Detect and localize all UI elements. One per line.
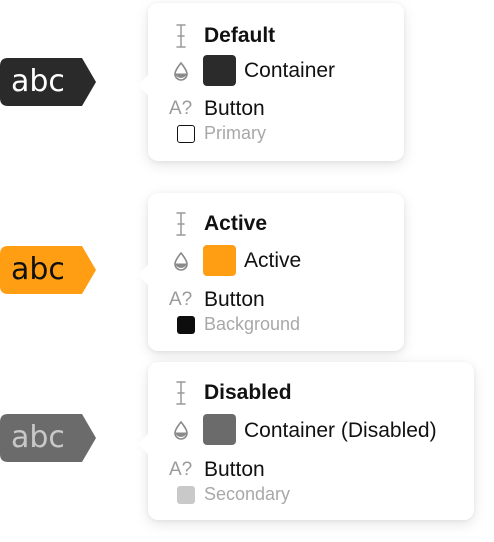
preview-tag[interactable]: abc xyxy=(0,246,96,294)
fill-drop-icon xyxy=(174,251,188,271)
card-pointer xyxy=(138,75,148,95)
text-token-label: Primary xyxy=(204,122,266,143)
tag-text: abc xyxy=(11,64,65,99)
fill-drop-icon xyxy=(174,420,188,440)
tag-shape xyxy=(0,58,96,106)
fill-drop-icon xyxy=(174,61,188,81)
fill-color-swatch[interactable] xyxy=(203,414,236,445)
fill-token-label: Container (Disabled) xyxy=(244,419,437,442)
fill-color-swatch[interactable] xyxy=(203,55,236,86)
text-role-label: Button xyxy=(204,458,265,481)
text-style-icon: A? xyxy=(169,98,193,119)
state-title: Default xyxy=(204,24,276,47)
preview-tag[interactable]: abc xyxy=(0,414,96,462)
state-card: Default Container A? Button Primary xyxy=(138,3,404,161)
text-color-swatch xyxy=(177,316,195,334)
card-pointer xyxy=(138,265,148,285)
state-card: Disabled Container (Disabled) A? Button … xyxy=(138,362,474,520)
text-cursor-icon xyxy=(176,212,186,236)
tag-text: abc xyxy=(11,252,65,287)
preview-tag[interactable]: abc xyxy=(0,58,96,106)
text-cursor-icon xyxy=(176,381,186,405)
text-cursor-icon xyxy=(176,24,186,48)
text-role-label: Button xyxy=(204,288,265,311)
tag-shape xyxy=(0,414,96,462)
text-style-icon: A? xyxy=(169,459,193,480)
card-pointer xyxy=(138,434,148,454)
text-color-swatch xyxy=(177,125,195,143)
fill-token-label: Active xyxy=(244,249,302,272)
text-role-label: Button xyxy=(204,97,265,120)
text-style-icon: A? xyxy=(169,289,193,310)
tag-text: abc xyxy=(11,420,65,455)
tag-shape xyxy=(0,246,96,294)
fill-color-swatch[interactable] xyxy=(203,245,236,276)
text-token-label: Secondary xyxy=(204,483,291,504)
fill-token-label: Container xyxy=(244,59,336,82)
state-title: Disabled xyxy=(204,381,292,404)
state-title: Active xyxy=(204,212,268,235)
state-card: Active Active A? Button Background xyxy=(138,193,404,351)
text-color-swatch xyxy=(177,486,195,504)
text-token-label: Background xyxy=(204,313,301,334)
